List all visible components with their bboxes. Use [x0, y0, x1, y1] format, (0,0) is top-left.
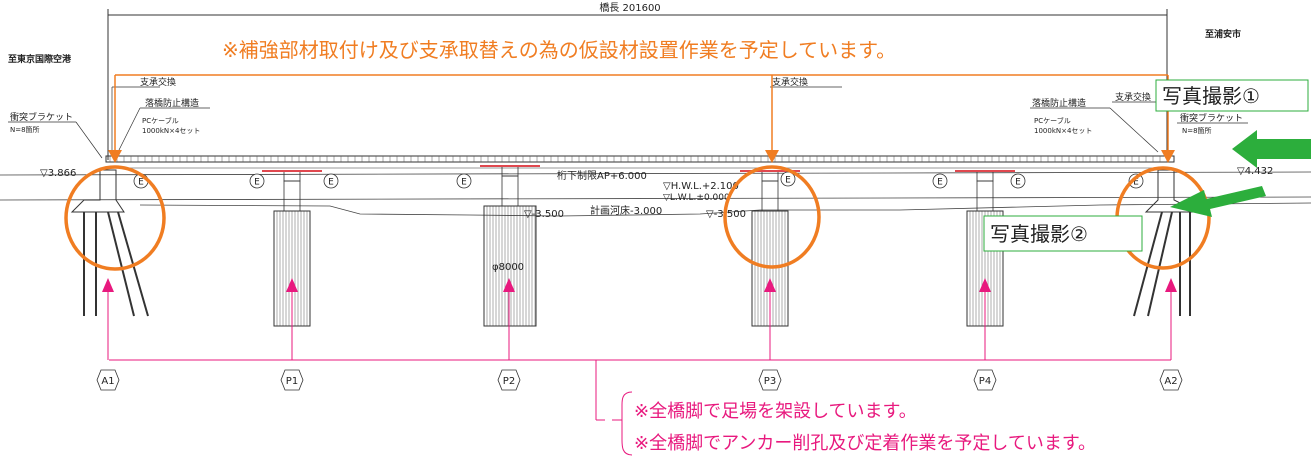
svg-text:E: E [328, 178, 334, 188]
direction-right: 至浦安市 [1205, 28, 1241, 40]
left-bracket-count: N=8箇所 [10, 125, 40, 134]
green-arrow-2 [1170, 186, 1266, 217]
level-left: ▽3.866 [40, 168, 76, 179]
right-pc-cable-spec: 1000kN×4セット [1034, 127, 1092, 135]
svg-text:E: E [785, 176, 791, 186]
svg-text:E: E [254, 178, 260, 188]
svg-text:P2: P2 [503, 376, 515, 387]
bridge-deck [105, 155, 1175, 169]
bearing-e-8: E [1128, 173, 1144, 189]
hwl-level: ▽H.W.L.+2.100 [663, 181, 739, 192]
photo-label-1-text: 写真撮影① [1162, 84, 1260, 108]
svg-text:P1: P1 [286, 376, 298, 387]
right-bracket-callout: 衝突ブラケット [1180, 112, 1243, 124]
pink-arrow-4 [764, 278, 776, 360]
right-pc-cable: PCケーブル [1034, 116, 1071, 125]
left-fall-prevent-callout: 落橋防止構造 [145, 97, 199, 109]
pink-arrow-2 [286, 278, 298, 360]
pier-group-bracket [109, 359, 1171, 456]
svg-text:E: E [461, 178, 467, 188]
right-callouts: 支承交換 落橋防止構造 PCケーブル 1000kN×4セット 衝突ブラケット N… [1030, 91, 1248, 153]
lwl-level: ▽L.W.L.±0.000 [663, 193, 730, 203]
orange-leader-lines [114, 74, 1169, 153]
bearing-e-4: E [456, 173, 472, 189]
riverbed-level-1: ▽-3.500 [524, 209, 564, 220]
pier-label-p1: P1 [280, 369, 304, 391]
svg-text:A1: A1 [101, 376, 114, 387]
pink-arrow-5 [979, 278, 991, 360]
pink-arrow-3 [503, 278, 515, 360]
p3-callout: 支承交換 [770, 76, 842, 88]
left-bearing-callout: 支承交換 [140, 76, 176, 88]
ground-lines [0, 171, 1311, 217]
left-callouts: 支承交換 落橋防止構造 PCケーブル 1000kN×4セット 衝突ブラケット N… [8, 76, 210, 159]
level-right: ▽4.432 [1237, 166, 1273, 177]
direction-left: 至東京国際空港 [8, 53, 72, 65]
pier-label-a1: A1 [96, 369, 120, 391]
camera-direction-arrows [1170, 130, 1311, 217]
plan-riverbed-level: 計画河床-3.000 [590, 204, 662, 217]
pink-arrow-6 [1165, 278, 1177, 360]
abutment-a2 [1133, 169, 1199, 317]
overall-length-dimension [107, 9, 1168, 160]
piers [262, 165, 1015, 327]
left-pc-cable-spec: 1000kN×4セット [142, 127, 200, 135]
photo-label-2-text: 写真撮影② [990, 222, 1088, 246]
svg-text:P3: P3 [764, 376, 776, 387]
photo-label-2: 写真撮影② [983, 215, 1143, 252]
bearing-e-7: E [1010, 173, 1026, 189]
abutment-a1 [70, 169, 149, 317]
photo-label-1: 写真撮影① [1155, 79, 1309, 112]
bearing-e-6: E [932, 173, 948, 189]
pier-label-p4: P4 [973, 369, 997, 391]
bearing-e-2: E [249, 173, 265, 189]
right-bracket-count: N=8箇所 [1182, 126, 1212, 135]
svg-text:E: E [1133, 178, 1139, 188]
top-note: ※補強部材取付け及び支承取替えの為の仮設材設置作業を予定しています。 [222, 38, 896, 62]
bearing-e-5: E [780, 171, 796, 187]
bearing-e-3: E [323, 173, 339, 189]
svg-text:E: E [1015, 178, 1021, 188]
bottom-note-1: ※全橋脚で足場を架設しています。 [634, 401, 917, 422]
right-fall-prevent-callout: 落橋防止構造 [1032, 97, 1086, 109]
girder-limit-level: 桁下制限AP+6.000 [557, 169, 647, 182]
svg-text:A2: A2 [1164, 376, 1177, 387]
svg-text:E: E [937, 178, 943, 188]
pier-label-a2: A2 [1159, 369, 1183, 391]
pier-diameter: φ8000 [492, 262, 524, 273]
pink-arrow-1 [102, 278, 114, 360]
right-bearing-callout: 支承交換 [1115, 91, 1151, 103]
svg-text:E: E [138, 178, 144, 188]
pink-arrows [102, 278, 1177, 360]
svg-text:P4: P4 [979, 376, 991, 387]
orange-arrowheads [108, 150, 1175, 163]
pier-label-p3: P3 [758, 369, 782, 391]
green-arrow-1 [1232, 130, 1311, 168]
overall-length-label: 橋長 201600 [599, 1, 660, 14]
pier-labels: A1 P1 P2 P3 P4 A2 [96, 369, 1183, 391]
bottom-note-2: ※全橋脚でアンカー削孔及び定着作業を予定しています。 [634, 433, 1096, 454]
left-bracket-callout: 衝突ブラケット [10, 111, 73, 123]
p3-bearing-callout: 支承交換 [772, 76, 808, 88]
pier-2 [480, 165, 540, 327]
left-pc-cable: PCケーブル [142, 116, 179, 125]
pier-label-p2: P2 [497, 369, 521, 391]
pier-3 [740, 170, 800, 327]
